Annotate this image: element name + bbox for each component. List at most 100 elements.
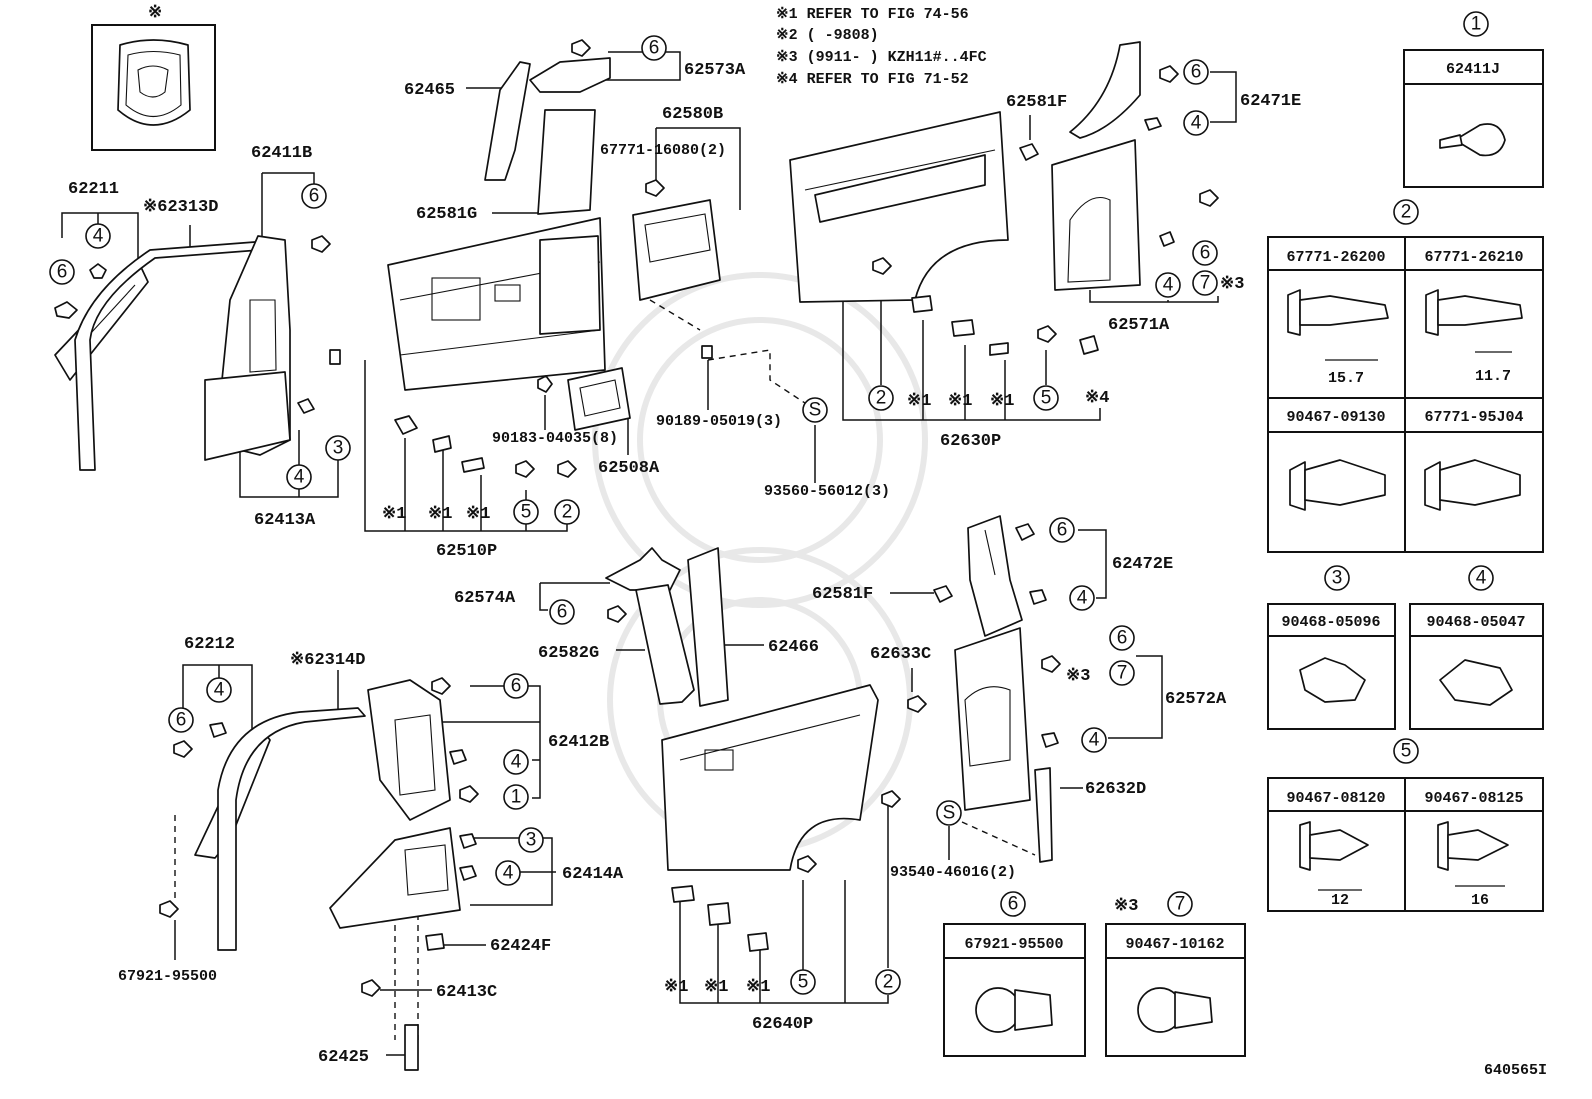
legend-2: 2 67771-26200 67771-26210 90467-09130 67… <box>1267 199 1544 553</box>
right-upper-group: 62581F 62471E 62571A 62630P <box>789 41 1301 451</box>
label-62412B: 62412B <box>548 733 609 752</box>
star1-c: ※1 <box>466 505 490 524</box>
callout-4-k: 4 <box>495 860 521 886</box>
legend-2-part-b: 67771-26210 <box>1424 249 1523 266</box>
svg-text:7: 7 <box>1117 663 1128 684</box>
callout-4-d: 4 <box>1183 110 1209 136</box>
callout-4-g: 4 <box>1069 585 1095 611</box>
callout-6-g: 6 <box>1049 517 1075 543</box>
legend-1-part: 62411J <box>1446 61 1500 78</box>
svg-text:4: 4 <box>1163 275 1174 296</box>
svg-text:5: 5 <box>521 502 532 523</box>
callout-4-a: 4 <box>85 223 111 249</box>
svg-text:2: 2 <box>876 388 887 409</box>
front-pillar-group-upper: 62211 ※62313D 62411B 62413A 4 6 6 4 3 <box>49 144 351 530</box>
svg-text:6: 6 <box>176 710 187 731</box>
figure-code: 640565I <box>1484 1062 1547 1079</box>
star1-g: ※1 <box>664 978 688 997</box>
right-lower-group: 62472E 62572A 62632D 93540-46016(2) 6 4 … <box>890 515 1227 881</box>
callout-6-a: 6 <box>49 259 75 285</box>
label-62472E: 62472E <box>1112 555 1173 574</box>
callout-3-b: 3 <box>518 827 544 853</box>
svg-text:2: 2 <box>1401 202 1412 223</box>
label-62581F-top: 62581F <box>1006 93 1067 112</box>
callout-6-d: 6 <box>1183 59 1209 85</box>
legend-2-index: 2 <box>1393 199 1419 225</box>
star1-e: ※1 <box>948 392 972 411</box>
svg-text:3: 3 <box>526 830 537 851</box>
callout-7-b: 7 <box>1109 660 1135 686</box>
label-93540-46016: 93540-46016(2) <box>890 864 1016 881</box>
seal-inset: ※ <box>91 4 216 151</box>
legend-5-dim-a: 12 <box>1331 892 1349 909</box>
star1-b: ※1 <box>428 505 452 524</box>
label-62581F-mid: 62581F <box>812 585 873 604</box>
label-62633C: 62633C <box>870 645 931 664</box>
label-62632D: 62632D <box>1085 780 1146 799</box>
label-62314D: ※62314D <box>290 651 365 670</box>
legend-4-part: 90468-05047 <box>1426 614 1525 631</box>
label-62581G: 62581G <box>416 205 477 224</box>
svg-text:6: 6 <box>1191 62 1202 83</box>
svg-text:4: 4 <box>1191 113 1202 134</box>
legend-6-index: 6 <box>1000 891 1026 917</box>
legend-1-index: 1 <box>1463 11 1489 37</box>
note-4: ※4 REFER TO FIG 71-52 <box>776 71 969 88</box>
svg-text:2: 2 <box>562 502 573 523</box>
svg-text:4: 4 <box>1476 568 1487 589</box>
callout-2-b: 2 <box>868 385 894 411</box>
callout-5-a: 5 <box>513 499 539 525</box>
label-62313D: ※62313D <box>143 198 218 217</box>
svg-text:4: 4 <box>93 226 104 247</box>
callout-7-a: 7 <box>1192 270 1218 296</box>
svg-text:3: 3 <box>333 438 344 459</box>
legend-1: 1 62411J <box>1403 11 1544 188</box>
svg-text:7: 7 <box>1175 894 1186 915</box>
label-62425: 62425 <box>318 1048 369 1067</box>
star3-a: ※3 <box>1220 275 1244 294</box>
legend-2-part-c: 90467-09130 <box>1286 409 1385 426</box>
svg-text:2: 2 <box>883 972 894 993</box>
label-62471E: 62471E <box>1240 92 1301 111</box>
legend-6-part: 67921-95500 <box>964 936 1063 953</box>
label-62414A: 62414A <box>562 865 624 884</box>
star4-a: ※4 <box>1085 389 1109 408</box>
legend-2-part-d: 67771-95J04 <box>1424 409 1523 426</box>
callout-s-b: S <box>936 800 962 826</box>
callout-5-c: 5 <box>790 969 816 995</box>
callout-3-a: 3 <box>325 435 351 461</box>
callout-1-a: 1 <box>503 784 529 810</box>
callout-6-i: 6 <box>168 707 194 733</box>
label-62573A: 62573A <box>684 61 746 80</box>
label-62413A: 62413A <box>254 511 316 530</box>
center-panel-group: 62465 62573A 62580B 67771-16080(2) 62581… <box>364 35 890 561</box>
callout-4-i: 4 <box>206 677 232 703</box>
svg-text:1: 1 <box>1471 14 1482 35</box>
note-3: ※3 (9911- ) KZH11#..4FC <box>776 49 987 66</box>
label-62580B: 62580B <box>662 105 723 124</box>
label-62413C: 62413C <box>436 983 497 1002</box>
center-lower-group: 62574A 62582G 62466 62581F 62633C 62640P <box>454 547 953 1034</box>
label-67921-95500-left: 67921-95500 <box>118 968 217 985</box>
callout-6-c: 6 <box>641 35 667 61</box>
callout-5-b: 5 <box>1033 385 1059 411</box>
note-1: ※1 REFER TO FIG 74-56 <box>776 6 969 23</box>
label-62212: 62212 <box>184 635 235 654</box>
legend-5-part-a: 90467-08120 <box>1286 790 1385 807</box>
label-62211: 62211 <box>68 180 119 199</box>
label-62571A: 62571A <box>1108 316 1170 335</box>
callout-4-e: 4 <box>1155 272 1181 298</box>
svg-text:6: 6 <box>557 602 568 623</box>
svg-text:4: 4 <box>1089 730 1100 751</box>
callout-6-e: 6 <box>1192 240 1218 266</box>
svg-text:4: 4 <box>214 680 225 701</box>
callout-4-j: 4 <box>503 749 529 775</box>
star1-d: ※1 <box>907 392 931 411</box>
svg-text:6: 6 <box>649 38 660 59</box>
callout-4-h: 4 <box>1081 727 1107 753</box>
legend-3-part: 90468-05096 <box>1281 614 1380 631</box>
callout-4-b: 4 <box>286 464 312 490</box>
label-90189-05019: 90189-05019(3) <box>656 413 782 430</box>
label-62508A: 62508A <box>598 459 660 478</box>
legend-2-dim-b: 11.7 <box>1475 368 1511 385</box>
